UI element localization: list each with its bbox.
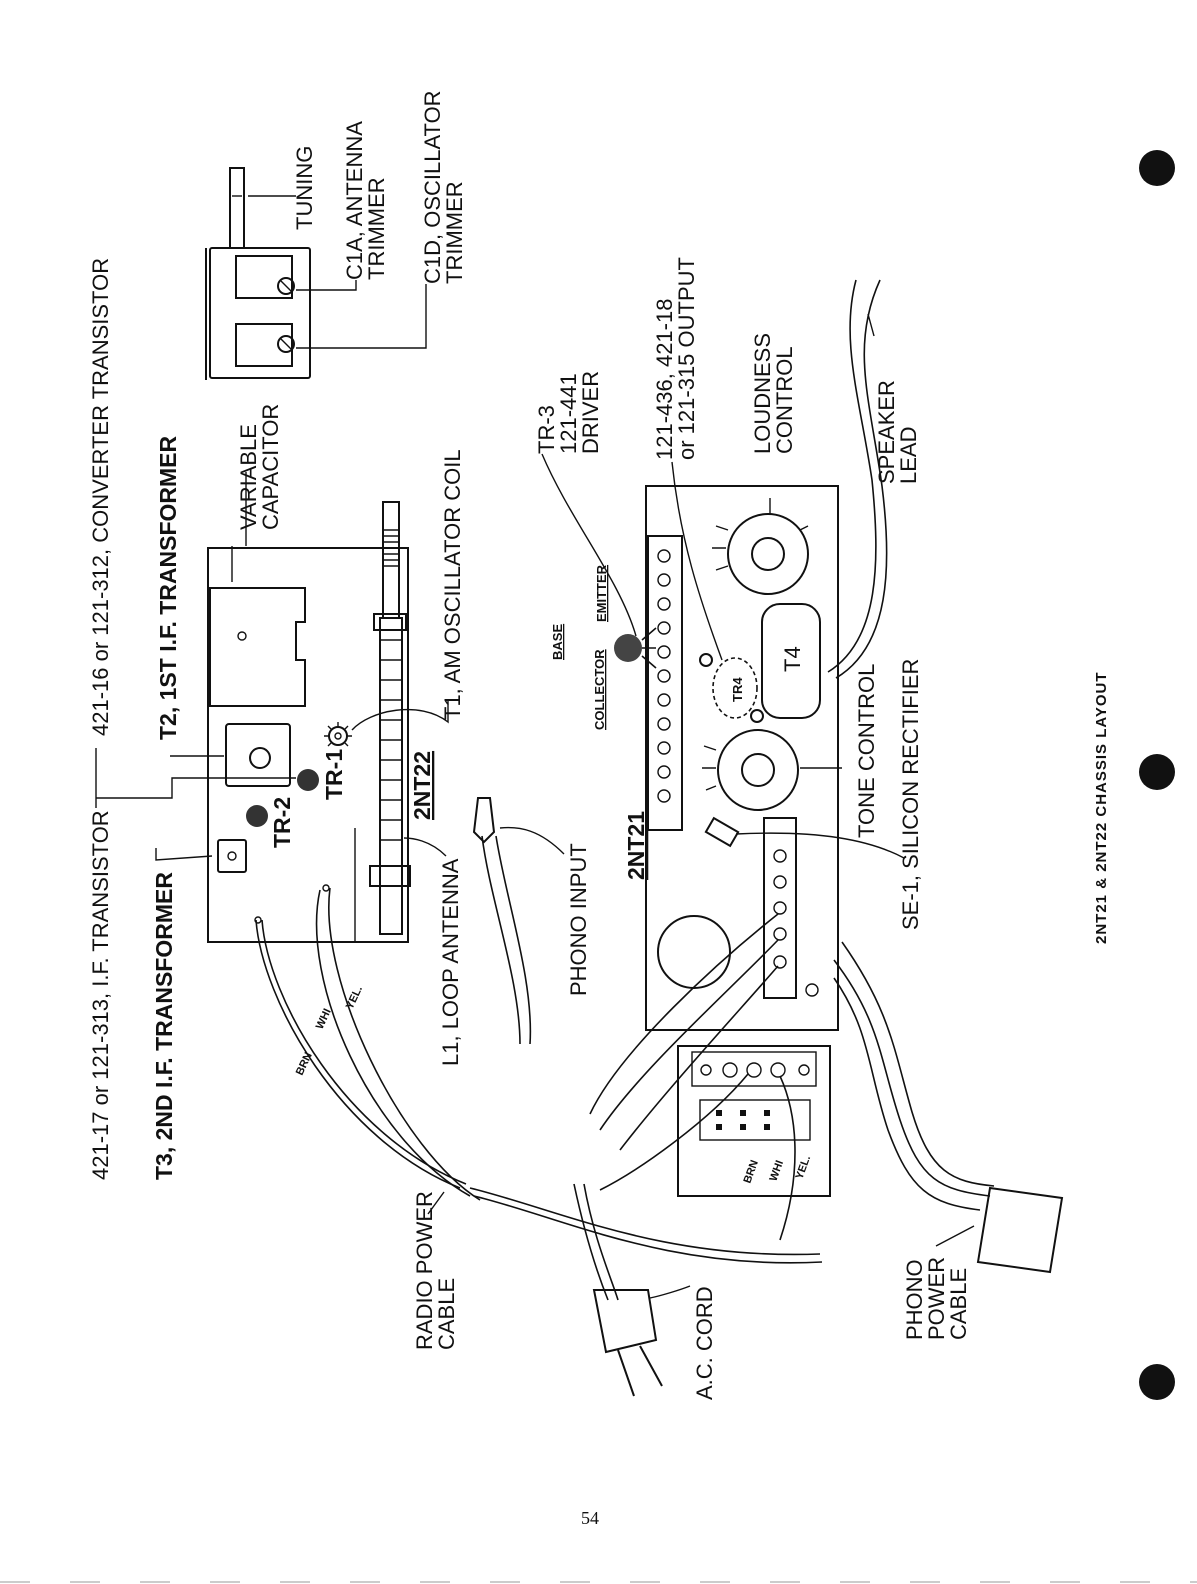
amp-chassis-label: 2NT21 [623, 811, 649, 880]
t4-label: T4 [780, 646, 805, 672]
binder-hole [1139, 150, 1175, 186]
t3-label: T3, 2ND I.F. TRANSFORMER [151, 872, 177, 1180]
c1d-trimmer-screw [277, 335, 295, 353]
t1-label: T1, AM OSCILLATOR COIL [440, 449, 465, 720]
variable-capacitor-label: VARIABLE [236, 424, 261, 530]
tone-control-label: TONE CONTROL [854, 664, 879, 838]
wire-color-brn: BRN [742, 1158, 761, 1185]
loudness-control[interactable] [727, 513, 809, 595]
radio-chassis-board [207, 547, 409, 943]
collector-label: COLLECTOR [592, 649, 607, 730]
binder-hole [1139, 1364, 1175, 1400]
output-label-2: or 121-315 OUTPUT [674, 257, 699, 460]
loop-antenna [354, 501, 411, 942]
tr4-label: TR4 [730, 677, 745, 702]
t2-label: T2, 1ST I.F. TRANSFORMER [155, 435, 181, 740]
brn-wire [255, 919, 461, 1189]
phono-power-label-2: POWER [924, 1257, 949, 1340]
speaker-lead-label-2: LEAD [896, 427, 921, 484]
ac-cord [573, 1183, 609, 1301]
loop-antenna-winding [380, 639, 402, 841]
amp-chassis-board [645, 485, 839, 1031]
base-label: BASE [550, 624, 565, 660]
wire-end [322, 884, 330, 892]
tr2-transistor-can [246, 805, 268, 827]
terminal-strip-lugs [657, 549, 671, 803]
amp-chassis: TR4 T4 2NT21 [614, 485, 839, 1197]
c1a-label: C1A, ANTENNA [342, 121, 367, 280]
variable-capacitor-label-2: CAPACITOR [258, 404, 283, 530]
wire-color-whi: WHI [314, 1007, 334, 1031]
converter-label: 421-16 or 121-312, CONVERTER TRANSISTOR [88, 258, 113, 736]
c1d-label: C1D, OSCILLATOR [420, 90, 445, 284]
se1-rectifier [704, 816, 740, 848]
tone-control[interactable] [717, 729, 799, 811]
wire-color-brn: BRN [294, 1051, 315, 1078]
speaker-lead-label: SPEAKER [874, 380, 899, 484]
wire-color-yel: YEL. [344, 984, 365, 1011]
tr3-label-2: 121-441 [556, 373, 581, 454]
wire-end [254, 916, 262, 924]
page-number: 54 [581, 1508, 599, 1528]
power-socket-block [677, 1045, 831, 1197]
t3-transformer [225, 723, 291, 787]
tuning-shaft[interactable] [229, 167, 245, 249]
phono-input-wire [481, 835, 521, 1045]
leader-lines [95, 195, 975, 1299]
c1a-label-2: TRIMMER [364, 177, 389, 280]
whi-wire [315, 889, 471, 1197]
loudness-label-2: CONTROL [772, 346, 797, 454]
phono-power-wire [833, 959, 991, 1197]
l1-label: L1, LOOP ANTENNA [438, 858, 463, 1066]
wire-color-yel: YEL. [794, 1154, 814, 1181]
loudness-label: LOUDNESS [750, 333, 775, 454]
se1-label: SE-1, SILICON RECTIFIER [898, 659, 923, 930]
tr1-transistor-can [297, 769, 319, 791]
t3-small-slug [227, 851, 237, 861]
radio-chassis: 2NT22 BRN WHI YEL. [207, 501, 481, 1201]
tuning-label: TUNING [292, 146, 317, 230]
t3-slug [249, 747, 271, 769]
c1d-label-2: TRIMMER [442, 181, 467, 284]
tr1-transistor [324, 722, 352, 747]
binder-hole [1139, 754, 1175, 790]
yel-wire [328, 887, 481, 1201]
if-transistor-label: 421-17 or 121-313, I.F. TRANSISTOR [88, 810, 113, 1180]
tr1-label: TR-1 [321, 749, 347, 800]
radio-power-label-2: CABLE [434, 1278, 459, 1350]
t2-screw [237, 631, 247, 641]
tr3-transistor [614, 634, 642, 662]
radio-power-label: RADIO POWER [412, 1191, 437, 1350]
ac-plug [592, 1289, 658, 1354]
right-terminal-strip [763, 817, 797, 999]
output-label: 121-436, 421-18 [652, 299, 677, 460]
tr3-label-3: DRIVER [578, 371, 603, 454]
ac-cord-label: A.C. CORD [692, 1286, 717, 1400]
phono-input-label: PHONO INPUT [566, 843, 591, 996]
t3-small-block [217, 839, 247, 873]
wire-color-whi: WHI [768, 1159, 787, 1183]
variable-capacitor [205, 167, 311, 380]
speaker-lead-wire [827, 279, 877, 673]
phono-plug [472, 797, 496, 844]
radio-chassis-label: 2NT22 [409, 751, 435, 820]
phono-power-plug [976, 1186, 1064, 1274]
terminal-strip [647, 535, 683, 831]
tr2-label: TR-2 [269, 797, 295, 848]
t2-transformer [209, 587, 306, 707]
diagram-caption: 2NT21 & 2NT22 CHASSIS LAYOUT [1093, 671, 1110, 944]
radio-power-cable [469, 1187, 821, 1256]
emitter-label: EMITTER [594, 564, 609, 622]
t4-transformer [761, 603, 821, 719]
tr4-transistor [712, 657, 758, 719]
tr3-label: TR-3 [534, 405, 559, 454]
phono-power-label: PHONO [902, 1259, 927, 1340]
c1a-trimmer-screw [277, 277, 295, 295]
phono-power-label-3: CABLE [946, 1268, 971, 1340]
